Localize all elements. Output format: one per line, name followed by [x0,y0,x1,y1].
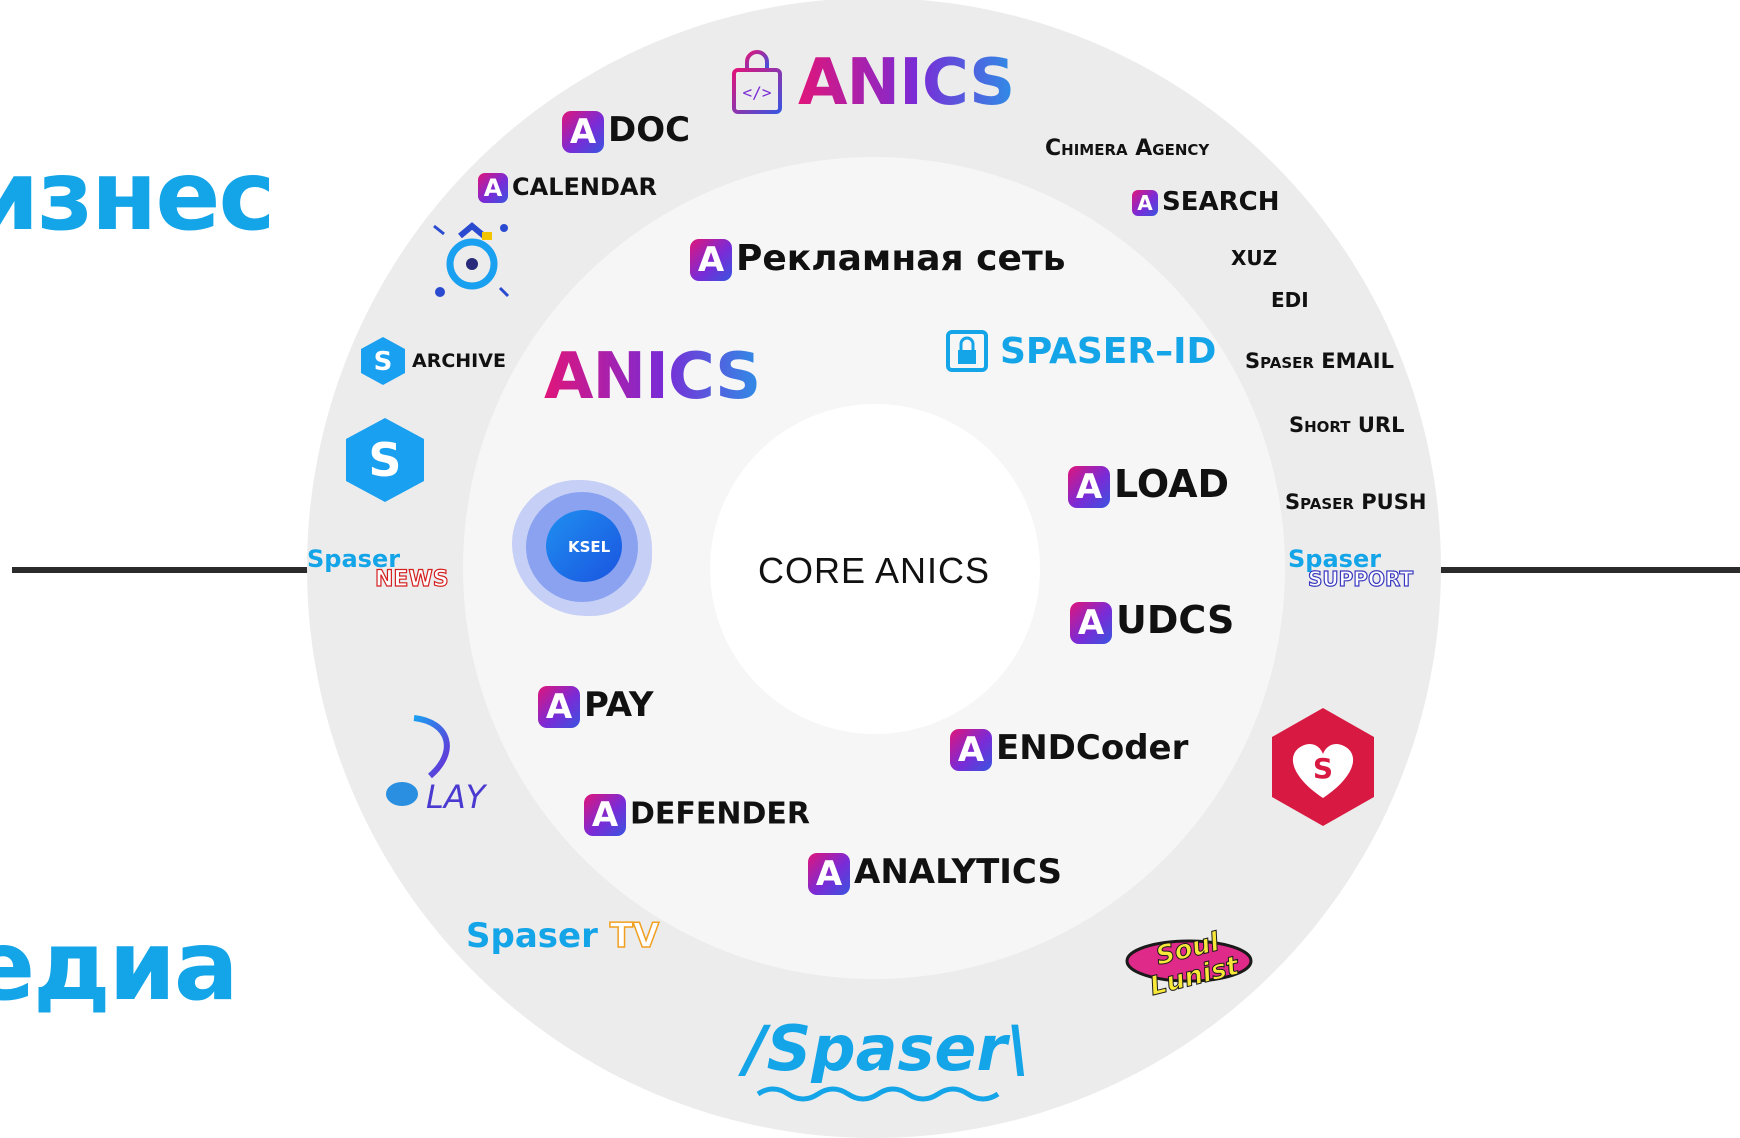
anics-a-icon: A [538,685,580,728]
endcoder-label: ENDCoder [996,728,1189,768]
anics-a-icon: A [808,852,850,895]
anics-a-icon: A [690,239,732,281]
soul-lunist-logo[interactable]: Soul Lunist [1124,895,1254,1005]
wave-icon [756,1086,1000,1102]
ad-network-label: Рекламная сеть [736,238,1066,279]
support-brand: Spaser [1288,545,1382,573]
news-label: NEWS [374,566,449,592]
anics-a-icon: A [1070,601,1112,644]
archive-label: ARCHIVE [412,350,506,372]
load-label: LOAD [1114,462,1230,506]
analytics-label: ANALYTICS [854,852,1062,892]
tv-brand: Spaser [466,916,598,956]
spaser-id-item[interactable]: SPASER–ID [946,330,1216,372]
anics-a-icon: A [478,173,508,203]
soul-lunist-badge [1125,939,1253,983]
ksel-logo[interactable]: KSEL [512,480,652,616]
anics-a-icon: A [1068,465,1110,508]
short-url-item[interactable]: Short URL [1289,413,1405,437]
lock-icon [946,330,988,372]
edi-item[interactable]: EDI [1271,288,1309,312]
heart-s-logo[interactable]: S [1270,706,1376,828]
svg-text:</>: </> [743,83,772,102]
anics-center-logo: ANICS [544,340,761,414]
core-label: CORE ANICS [758,550,991,591]
anics-a-icon: A [1132,189,1158,216]
ksel-label: KSEL [568,538,611,556]
anics-a-icon: A [584,794,626,836]
play-label: LAY [426,778,486,816]
anics-top-label: ANICS [798,46,1015,120]
spaser-main-logo[interactable]: /Spaser\ [744,1012,1030,1102]
divider-line-left [12,567,312,573]
calendar-label: CALENDAR [512,173,657,201]
media-heading: едиа [0,910,239,1022]
archive-badge: S [374,347,393,377]
support-label: SUPPORT [1307,566,1414,591]
business-heading: изнес [0,140,275,252]
camera-app-icon[interactable] [430,222,512,300]
ksel-core [546,510,622,582]
doc-label: DOC [608,110,691,150]
shopping-bag-icon: </> [732,50,782,114]
spaser-id-label: SPASER–ID [1000,330,1217,372]
tv-label: TV [609,915,660,957]
search-label: SEARCH [1162,187,1280,217]
spaser-tv-logo[interactable]: Spaser TV [466,915,660,957]
s-logo-letter: S [368,433,401,487]
spaser-email-item[interactable]: Spaser EMAIL [1245,349,1394,373]
udcs-label: UDCS [1116,598,1235,642]
spaser-s-logo[interactable]: S [344,416,426,504]
spaser-hex-icon: S [361,337,405,385]
xuz-item[interactable]: XUZ [1231,246,1278,270]
divider-line-right [1440,567,1740,573]
defender-label: DEFENDER [630,796,810,832]
archive-item[interactable]: S ARCHIVE [360,336,506,386]
anics-a-icon: A [562,110,604,153]
core-circle [710,404,1040,734]
spaser-news-logo[interactable]: Spaser NEWS [307,545,449,593]
heart-s-letter: S [1313,752,1333,785]
play-logo[interactable]: LAY [380,712,490,822]
pay-label: PAY [584,685,654,725]
chimera-agency-item[interactable]: Chimera Agency [1045,136,1210,161]
spaser-push-item[interactable]: Spaser PUSH [1285,490,1427,514]
anics-store-logo[interactable]: </> ANICS [730,46,1015,120]
news-brand: Spaser [307,545,401,573]
spaser-support-logo[interactable]: Spaser SUPPORT [1288,545,1414,592]
anics-a-icon: A [950,728,992,771]
music-note-icon [386,715,450,806]
spaser-main-label: /Spaser\ [744,1012,1030,1085]
